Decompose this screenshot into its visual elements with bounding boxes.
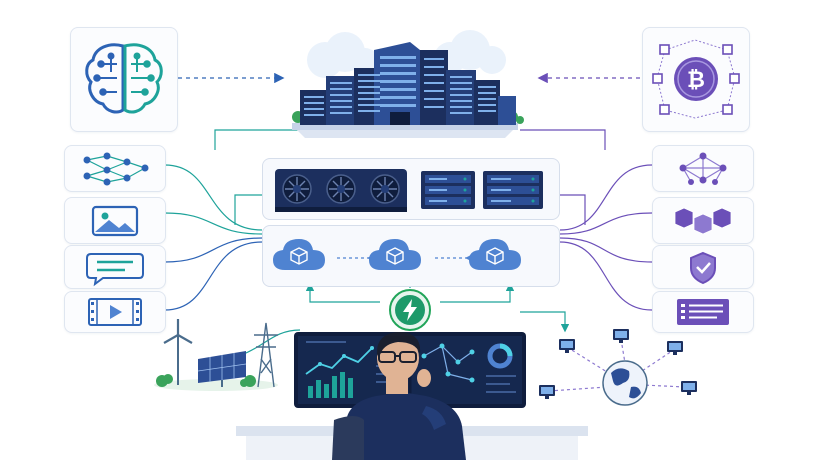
analytics-monitors-icon [236,332,588,460]
svg-text:₿: ₿ [687,68,705,93]
lightning-bolt-icon [389,289,431,331]
cubes-blocks-card[interactable] [652,197,754,244]
energy-bolt [388,288,432,332]
image-icon [91,205,139,237]
server-racks-icon [421,171,543,209]
shield-check-card[interactable] [652,245,754,289]
brain-icon [85,43,163,114]
document-list-card[interactable] [652,291,754,333]
cloud-nodes-icon [273,239,521,270]
data-center-icon [292,30,524,138]
bitcoin-icon: ₿ [652,39,740,119]
video-player-icon [88,298,142,326]
neural-network-icon [83,152,149,186]
cubes-icon [674,207,732,235]
video-player-card[interactable] [64,291,166,333]
renewable-energy [150,315,290,393]
network-graph-icon [679,152,727,185]
chat-message-card[interactable] [64,245,166,289]
gpu-cards-icon [275,169,407,212]
neural-network-card[interactable] [64,145,166,192]
cloud-nodes-panel [262,225,560,287]
brain-ai-card[interactable] [70,27,178,132]
shield-check-icon [690,251,716,285]
globe-network-icon [539,329,697,406]
image-card[interactable] [64,197,166,244]
renewable-energy-icon [154,319,278,391]
document-list-icon [677,299,729,325]
data-center [270,20,540,145]
network-graph-card[interactable] [652,145,754,192]
analytics-workstation [236,326,588,460]
global-network [535,325,715,415]
chat-icon [86,253,144,287]
hardware-panel [262,158,560,220]
bitcoin-blockchain-card[interactable]: ₿ [642,27,750,132]
